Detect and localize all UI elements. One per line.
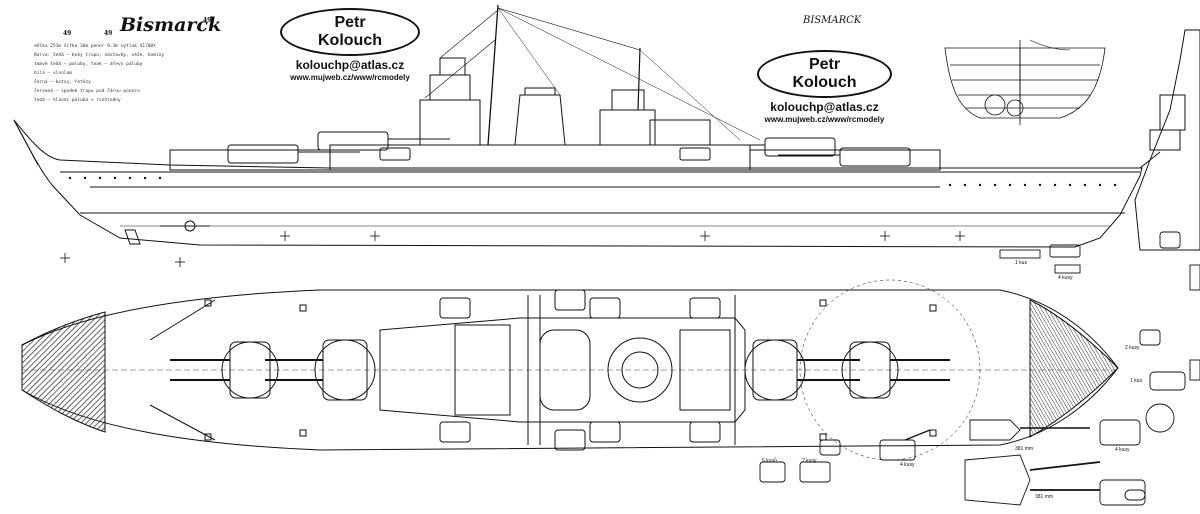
side-profile: [13, 4, 1161, 248]
turret-dora-side: [839, 147, 911, 167]
turret-caesar-side: [764, 137, 836, 157]
detail-label: 2 kusy: [802, 458, 817, 464]
author-brand-right: Petr Kolouch kolouchp@atlas.cz www.mujwe…: [757, 50, 892, 124]
stern-hatching: [1029, 299, 1119, 438]
hull-outline: [13, 119, 1143, 248]
detail-label: 2 kusy: [1125, 345, 1140, 351]
funnel-side: [514, 94, 566, 146]
note-line: šedá – hlavní paluba + rozhledny: [34, 98, 121, 103]
body-plan: [944, 39, 1106, 125]
turret-bruno-side: [317, 131, 389, 151]
author-url[interactable]: www.mujweb.cz/www/rcmodely: [290, 73, 410, 82]
detail-parts: [759, 231, 1200, 506]
ship-title: Bismarck: [120, 14, 222, 36]
detail-label: 1 kus: [1015, 260, 1027, 266]
author-email[interactable]: kolouchp@atlas.cz: [295, 58, 405, 72]
detail-label: 381 mm: [1035, 494, 1054, 500]
detail-label: 381 mm: [1015, 446, 1034, 452]
detail-label: 4 kusy: [1115, 447, 1130, 453]
spec-notes: délka 251m šířka 36m ponor 9.3m výtlak 4…: [34, 42, 324, 105]
detail-label: 4 kusy: [900, 462, 915, 468]
note-line: bílá – vlnolam: [34, 71, 72, 76]
portholes: [68, 176, 1117, 187]
title-number-left: 49: [104, 30, 113, 37]
author-email[interactable]: kolouchp@atlas.cz: [770, 100, 879, 114]
note-line: délka 251m šířka 36m ponor 9.3m výtlak 4…: [34, 44, 156, 49]
turret-anton-side: [227, 144, 299, 164]
note-line: červená – spodek trupu pod čárou ponoru: [34, 89, 140, 94]
bow-hatching: [21, 311, 106, 433]
end-view: [1134, 29, 1200, 251]
detail-label: 4 kusy: [1058, 275, 1073, 281]
author-logo: Petr Kolouch: [757, 50, 892, 98]
note-line: Barva: šedá – boky trupu, nástavby, věže…: [34, 53, 165, 58]
station-marks: [60, 231, 965, 267]
detail-label: 6 kusů: [762, 458, 777, 464]
note-line: tmavě šedá – paluby, teak – dřevo paluby: [34, 62, 143, 67]
author-logo: Petr Kolouch: [280, 8, 420, 56]
note-line: černá – kotvy, řetězy: [34, 80, 91, 85]
ship-title-right: BISMARCK: [803, 15, 862, 26]
author-brand-left: Petr Kolouch kolouchp@atlas.cz www.mujwe…: [280, 8, 420, 82]
deck-plan: [21, 279, 1119, 461]
title-number-right: 49: [203, 17, 212, 24]
detail-label: 1 kus: [1130, 378, 1142, 384]
title-number-side: 49: [63, 30, 72, 37]
author-url[interactable]: www.mujweb.cz/www/rcmodely: [764, 115, 885, 124]
